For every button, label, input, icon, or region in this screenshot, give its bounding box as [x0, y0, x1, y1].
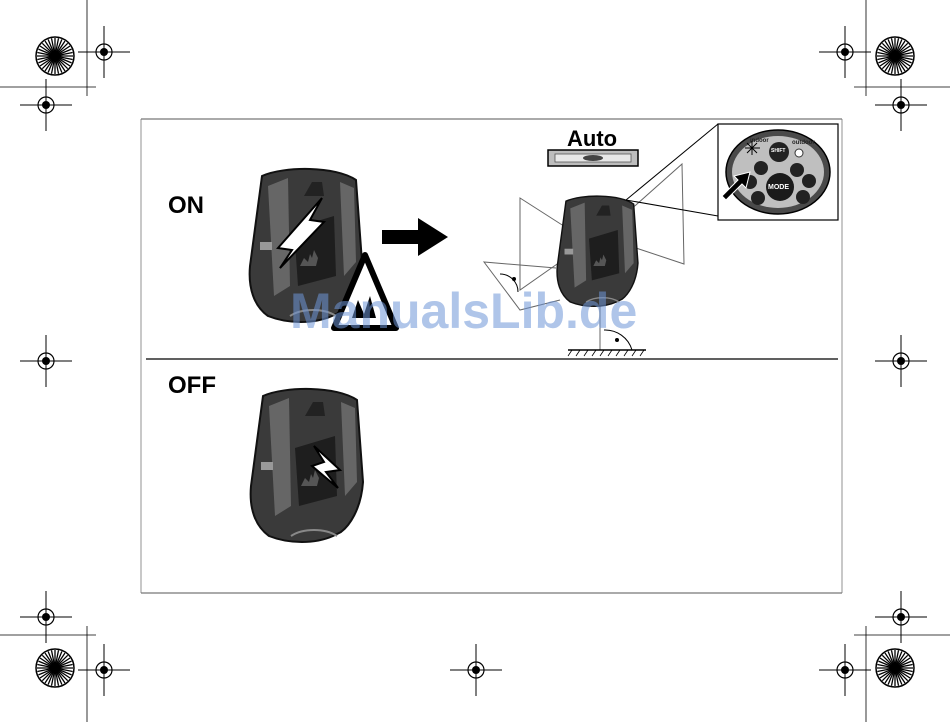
registration-sunburst-bottom-right [876, 649, 914, 687]
watermark: ManualsLib.de [290, 282, 637, 340]
registration-mark [819, 644, 871, 696]
keypad-inset [718, 124, 838, 220]
registration-sunburst-bottom-left [36, 649, 74, 687]
keypad-indoor-label: indoor [750, 138, 769, 144]
registration-sunburst-top-right [876, 37, 914, 75]
registration-mark [78, 26, 130, 78]
level-vial-icon [548, 150, 638, 166]
cross-button [796, 190, 810, 204]
registration-mark [450, 644, 502, 696]
registration-mark [819, 26, 871, 78]
outdoor-led [795, 149, 803, 157]
registration-mark [875, 335, 927, 387]
sensor-button [751, 191, 765, 205]
auto-label: Auto [567, 126, 617, 152]
keypad-outdoor-label: outdoor [792, 140, 815, 146]
registration-mark [20, 335, 72, 387]
registration-mark [78, 644, 130, 696]
right-arrow-icon [382, 218, 448, 256]
keypad-shift-label: SHIFT [771, 148, 785, 154]
minus-button [754, 161, 768, 175]
pulse-button [802, 174, 816, 188]
ground-hatching [568, 350, 644, 356]
off-label: OFF [168, 372, 216, 400]
laser-device-off [251, 389, 363, 542]
keypad-mode-label: MODE [768, 184, 789, 191]
on-label: ON [168, 192, 204, 220]
registration-sunburst-top-left [36, 37, 74, 75]
line-button [790, 163, 804, 177]
